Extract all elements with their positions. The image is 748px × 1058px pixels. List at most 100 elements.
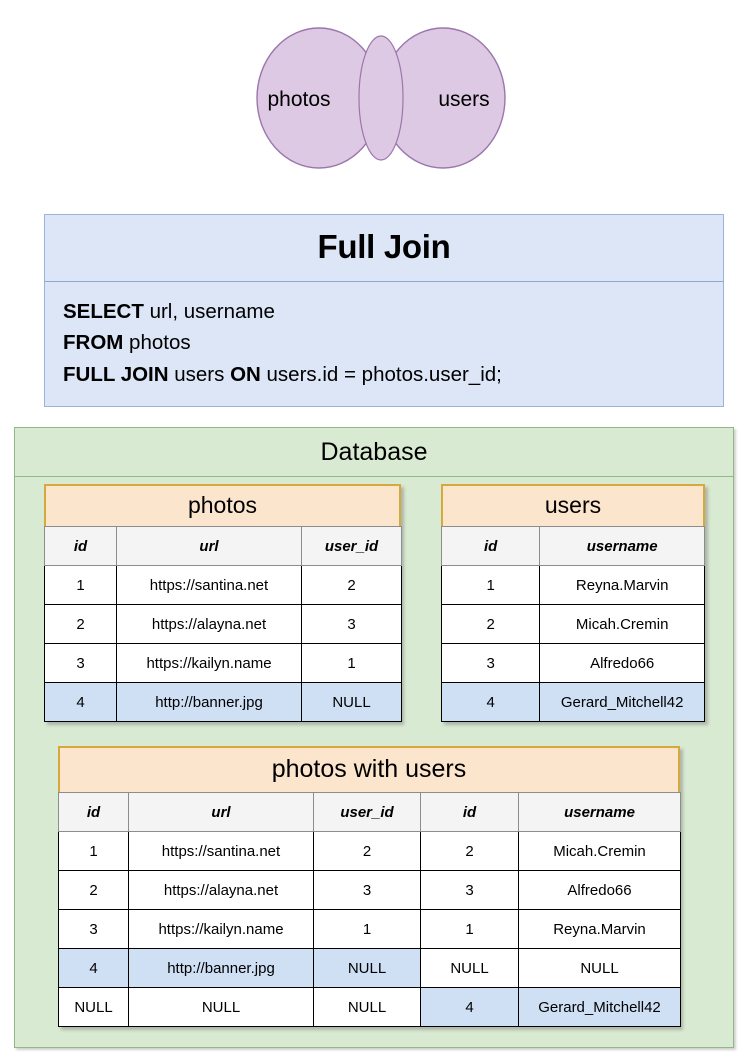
venn-label-photos: photos bbox=[267, 88, 330, 111]
column-header-id: id bbox=[440, 526, 541, 566]
table-cell: NULL bbox=[518, 948, 681, 988]
table-header-row: id url user_id bbox=[44, 526, 402, 566]
table-cell: 2 bbox=[301, 565, 402, 605]
table-cell: NULL bbox=[420, 948, 519, 988]
table-cell: https://alayna.net bbox=[128, 870, 314, 910]
table-cell: 3 bbox=[313, 870, 421, 910]
table-cell: 4 bbox=[420, 987, 519, 1027]
column-header-id-left: id bbox=[58, 792, 129, 832]
table-cell: 3 bbox=[420, 870, 519, 910]
table-cell: 3 bbox=[44, 643, 117, 683]
table-header-row: id username bbox=[440, 526, 705, 566]
sql-query-body: SELECT url, username FROM photos FULL JO… bbox=[45, 282, 723, 405]
table-cell: Micah.Cremin bbox=[539, 604, 705, 644]
sql-keyword-from: FROM bbox=[63, 331, 124, 355]
table-cell: https://alayna.net bbox=[116, 604, 302, 644]
table-cell: 2 bbox=[420, 831, 519, 871]
sql-line-select: SELECT url, username bbox=[63, 296, 705, 327]
table-cell: Micah.Cremin bbox=[518, 831, 681, 871]
table-title-result: photos with users bbox=[58, 746, 680, 792]
sql-keyword-fulljoin: FULL JOIN bbox=[63, 362, 169, 386]
table-cell: 1 bbox=[313, 909, 421, 949]
column-header-id: id bbox=[44, 526, 117, 566]
table-cell: 1 bbox=[44, 565, 117, 605]
venn-label-users: users bbox=[438, 88, 489, 111]
table-cell: NULL bbox=[301, 682, 402, 722]
table-cell: 1 bbox=[301, 643, 402, 683]
table-cell: Gerard_Mitchell42 bbox=[539, 682, 705, 722]
database-panel-title: Database bbox=[15, 428, 733, 477]
sql-line-join: FULL JOIN users ON users.id = photos.use… bbox=[63, 359, 705, 390]
table-cell: NULL bbox=[313, 948, 421, 988]
table-cell: NULL bbox=[58, 987, 129, 1027]
sql-text-users: users bbox=[168, 362, 231, 386]
table-card-result: photos with users id url user_id id user… bbox=[58, 746, 681, 1027]
table-cell: 1 bbox=[420, 909, 519, 949]
table-cell: 3 bbox=[58, 909, 129, 949]
sql-line-from: FROM photos bbox=[63, 327, 705, 358]
table-cell: https://santina.net bbox=[128, 831, 314, 871]
sql-keyword-select: SELECT bbox=[63, 300, 144, 324]
venn-diagram: photos users bbox=[0, 0, 748, 196]
table-cell: 2 bbox=[440, 604, 541, 644]
table-cell: 1 bbox=[58, 831, 129, 871]
table-cell: 4 bbox=[44, 682, 117, 722]
table-cell: Reyna.Marvin bbox=[539, 565, 705, 605]
table-title-users: users bbox=[441, 484, 705, 526]
table-cell: 4 bbox=[58, 948, 129, 988]
table-header-row: id url user_id id username bbox=[58, 792, 681, 832]
table-cell: 1 bbox=[440, 565, 541, 605]
table-cell: 2 bbox=[44, 604, 117, 644]
column-header-username: username bbox=[518, 792, 681, 832]
table-cell: Alfredo66 bbox=[518, 870, 681, 910]
table-cell: 2 bbox=[58, 870, 129, 910]
column-header-url: url bbox=[128, 792, 314, 832]
column-header-url: url bbox=[116, 526, 302, 566]
table-cell: http://banner.jpg bbox=[116, 682, 302, 722]
table-cell: Alfredo66 bbox=[539, 643, 705, 683]
table-cell: https://kailyn.name bbox=[116, 643, 302, 683]
table-title-photos: photos bbox=[44, 484, 401, 526]
table-cell: Gerard_Mitchell42 bbox=[518, 987, 681, 1027]
table-cell: NULL bbox=[313, 987, 421, 1027]
sql-text-oncondition: users.id = photos.user_id; bbox=[260, 362, 502, 386]
table-cell: Reyna.Marvin bbox=[518, 909, 681, 949]
table-cell: http://banner.jpg bbox=[128, 948, 314, 988]
table-cell: https://kailyn.name bbox=[128, 909, 314, 949]
column-header-user_id: user_id bbox=[313, 792, 421, 832]
sql-text-from: photos bbox=[123, 331, 191, 355]
table-cell: 2 bbox=[313, 831, 421, 871]
table-cell: NULL bbox=[128, 987, 314, 1027]
table-cell: https://santina.net bbox=[116, 565, 302, 605]
column-header-username: username bbox=[539, 526, 705, 566]
sql-card-title: Full Join bbox=[45, 215, 723, 283]
column-header-id-right: id bbox=[420, 792, 519, 832]
sql-text-select: url, username bbox=[143, 300, 275, 324]
table-cell: 3 bbox=[301, 604, 402, 644]
venn-intersection bbox=[358, 35, 404, 161]
sql-card: Full Join SELECT url, username FROM phot… bbox=[44, 214, 724, 407]
table-cell: 3 bbox=[440, 643, 541, 683]
sql-keyword-on: ON bbox=[230, 362, 261, 386]
table-cell: 4 bbox=[440, 682, 541, 722]
